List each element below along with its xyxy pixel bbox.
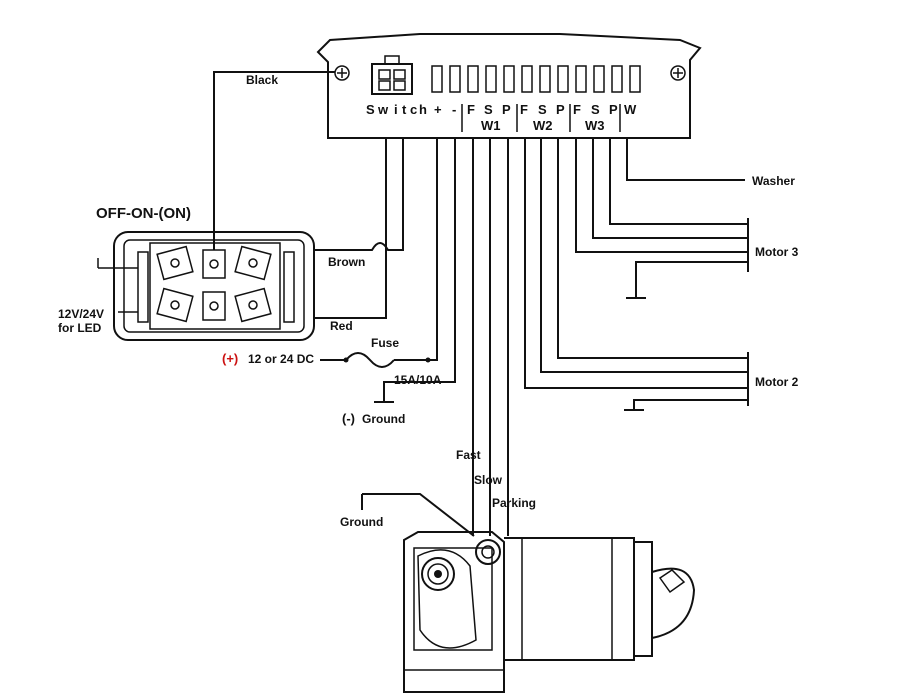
motor-ground-label: Ground (340, 515, 383, 529)
switch-terminal (234, 245, 272, 281)
screw-icon (670, 65, 686, 81)
terminal-label: P (502, 102, 511, 117)
group-label-w1: W1 (481, 118, 501, 133)
terminal-label: P (556, 102, 565, 117)
power-supply: (+) 12 or 24 DC Fuse 15A/10A (-) Ground (222, 336, 442, 426)
wiper-motor (403, 531, 696, 693)
terminal-label: F (520, 102, 528, 117)
switch-terminal (202, 291, 226, 321)
terminal-label: h (419, 102, 427, 117)
ground-symbol (97, 258, 138, 269)
supply-label: 12 or 24 DC (248, 352, 314, 366)
group-label-w2: W2 (533, 118, 553, 133)
parking-label: Parking (492, 496, 536, 510)
switch-terminal (202, 249, 226, 279)
led-label-line2: for LED (58, 321, 102, 335)
terminal-label: F (573, 102, 581, 117)
fuse-label: Fuse (371, 336, 399, 350)
motor3-p-wire (609, 138, 748, 225)
terminal-label: S (591, 102, 600, 117)
motor3-f-wire (575, 138, 748, 253)
power-wire (428, 138, 438, 361)
brown-wire-label: Brown (328, 255, 365, 269)
motor2-s-wire (540, 138, 748, 373)
motor3-s-wire (592, 138, 748, 239)
terminal-label: - (452, 102, 456, 117)
switch-terminal (234, 287, 272, 323)
fuse-icon (345, 352, 395, 368)
terminal-label: t (402, 102, 407, 117)
black-wire-label: Black (246, 73, 278, 87)
led-label-line1: 12V/24V (58, 307, 104, 321)
terminal-label: + (434, 102, 442, 117)
red-wire-label: Red (330, 319, 353, 333)
terminal-label: P (609, 102, 618, 117)
ground-wire (383, 138, 456, 402)
screw-icon (334, 65, 350, 81)
fuse-rating-label: 15A/10A (394, 373, 442, 387)
washer-wire (626, 138, 745, 181)
spindle-icon (421, 557, 455, 591)
red-wire (314, 138, 387, 319)
motor2-terminal: Motor 2 (624, 352, 799, 411)
switch-terminal (156, 245, 194, 281)
terminal-label: i (394, 102, 398, 117)
motor-ground: Ground (340, 493, 475, 537)
washer-label: Washer (752, 174, 795, 188)
rocker-switch: OFF-ON-(ON) (58, 205, 315, 341)
brown-wire (314, 138, 404, 251)
terminal-label: F (467, 102, 475, 117)
switch-title: OFF-ON-(ON) (96, 205, 191, 222)
ground-label: Ground (362, 412, 405, 426)
motor2-f-wire (524, 138, 748, 389)
motor2-p-wire (557, 138, 748, 359)
terminal-label: S (538, 102, 547, 117)
plus-symbol: (+) (222, 351, 238, 366)
terminal-label: W (624, 102, 637, 117)
motor-connector (475, 539, 501, 565)
slow-label: Slow (474, 473, 503, 487)
terminal-label: S (484, 102, 493, 117)
switch-terminal (156, 287, 194, 323)
motor3-terminal: Motor 3 (626, 218, 799, 299)
controller-box: S w i t c h + - F S P F S P F S P W W1 W… (316, 33, 702, 139)
motor2-label: Motor 2 (755, 375, 799, 389)
fast-label: Fast (456, 448, 481, 462)
minus-symbol: (-) (342, 411, 355, 426)
motor3-label: Motor 3 (755, 245, 799, 259)
black-wire (213, 71, 335, 250)
terminal-label: w (377, 102, 389, 117)
wires: Black Brown Red Washer (213, 71, 795, 536)
terminal-label: c (410, 102, 417, 117)
terminal-pins (431, 65, 641, 93)
group-label-w3: W3 (585, 118, 605, 133)
terminal-label: S (366, 102, 375, 117)
switch-connector (371, 55, 413, 95)
